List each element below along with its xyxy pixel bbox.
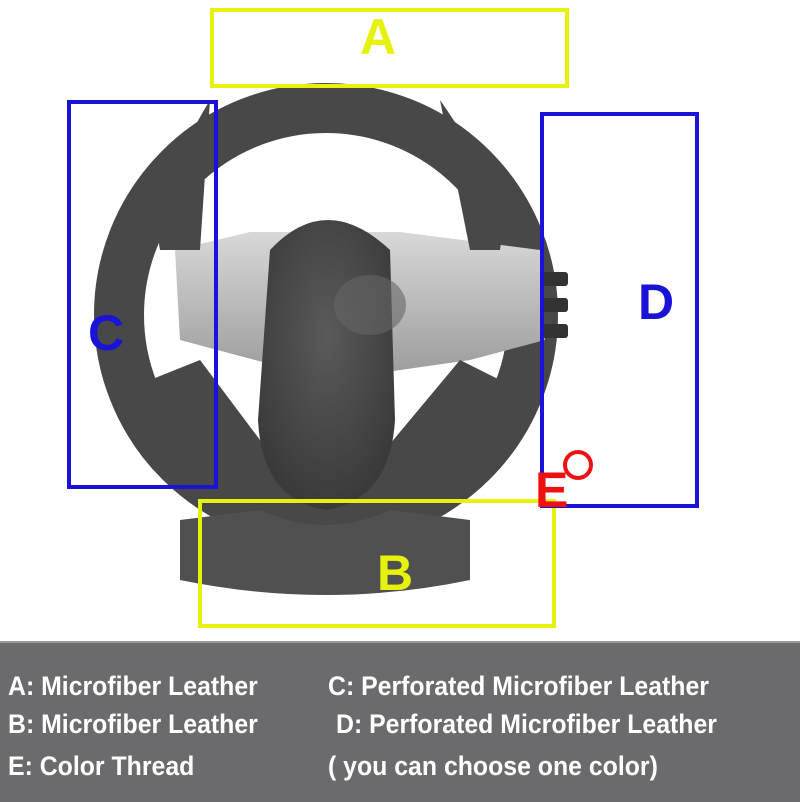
zone-c-label: C — [88, 305, 125, 361]
thread-marker-circle — [563, 450, 593, 480]
zone-d-label: D — [638, 274, 675, 330]
caption-a: A: Microfiber Leather — [8, 671, 258, 701]
zone-b-label: B — [377, 545, 414, 601]
caption-e: E: Color Thread — [8, 751, 195, 781]
caption-d: D: Perforated Microfiber Leather — [336, 709, 717, 739]
caption-panel: A: Microfiber Leather B: Microfiber Leat… — [0, 641, 800, 802]
caption-note: ( you can choose one color) — [328, 751, 658, 781]
zone-a-label: A — [360, 9, 397, 65]
caption-b: B: Microfiber Leather — [8, 709, 258, 739]
zone-e-label: E — [535, 462, 569, 518]
airbag-hub — [258, 220, 395, 510]
steering-wheel-image — [94, 83, 568, 595]
zone-a-box — [210, 8, 569, 88]
zone-b-box — [198, 499, 556, 628]
zone-d-box — [540, 112, 699, 508]
caption-c: C: Perforated Microfiber Leather — [328, 671, 709, 701]
zone-c-box — [67, 100, 218, 489]
